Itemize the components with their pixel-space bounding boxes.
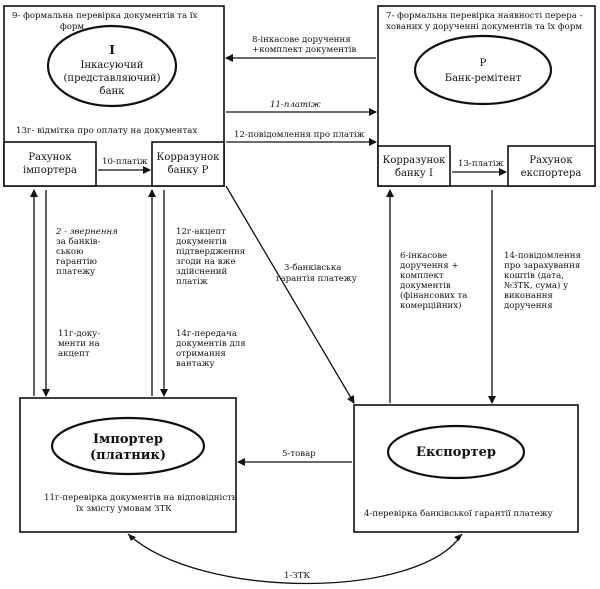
remitting-bank-ellipse — [413, 34, 553, 106]
step-14-line-2: про зарахування — [504, 261, 580, 271]
importer-account-box — [3, 141, 97, 187]
arrow-step-1 — [127, 533, 463, 585]
importer-ellipse — [50, 416, 206, 476]
step-5-label: 5-товар — [282, 449, 316, 459]
exporter-label: Експортер — [416, 445, 496, 460]
step-9-line-1: 9- формальна перевірка документів та їх — [12, 11, 198, 21]
corr-account-bank-i-label-1: Корразунок — [383, 155, 447, 166]
step-6-line-3: комплект — [400, 271, 444, 281]
collecting-bank-label-4: банк — [100, 86, 126, 97]
exporter-ellipse — [386, 424, 526, 480]
step-14-line-3: коштів (дата, — [504, 270, 564, 281]
step-10-label: 10-платіж — [102, 157, 148, 167]
step-11r-line-2: їх змісту умовам ЗТК — [76, 504, 172, 514]
arrow-step-1-head-left — [128, 534, 136, 541]
step-14g-line-3: отримання — [176, 349, 226, 359]
importer-account-label-1: Рахунок — [28, 152, 72, 163]
step-6-line-6: комерційних) — [400, 300, 461, 311]
step-2-line-5: платежу — [56, 267, 95, 277]
arrow-step-3 — [225, 185, 355, 404]
step-6-line-5: (фінансових та — [400, 290, 467, 301]
step-12g-line-2: документів — [176, 237, 227, 247]
step-14-line-1: 14-повідомлення — [504, 251, 581, 261]
importer-label-1: Імпортер — [93, 432, 163, 447]
step-14-line-5: виконання — [504, 291, 553, 301]
step-11g-line-2: менти на — [58, 339, 100, 349]
step-12g-line-3: підтвердження — [176, 247, 245, 257]
corr-account-bank-p-label-2: банку Р — [168, 165, 209, 176]
step-9-line-2: форм — [60, 22, 84, 32]
collecting-bank-label-3: (представляючий) — [64, 73, 161, 84]
remitting-bank-label-2: Банк-ремітент — [445, 73, 522, 84]
step-8-line-2: +комплект документів — [252, 45, 356, 55]
exporter-account-label-2: експортера — [521, 168, 582, 179]
step-1-label: 1-ЗТК — [284, 571, 310, 581]
step-2-line-1: 2 - звернення — [55, 227, 118, 237]
importer-account-label-2: імпортера — [23, 165, 77, 176]
exporter-account-label-1: Рахунок — [529, 155, 573, 166]
step-3-line-2: гарантія платежу — [276, 274, 357, 284]
step-12g-line-1: 12г-акцепт — [176, 227, 226, 237]
step-11-label: 11-платіж — [270, 100, 321, 110]
corr-account-bank-i-label-2: банку І — [395, 168, 433, 179]
collecting-bank-ellipse — [46, 24, 178, 108]
collecting-bank-label-2: Інкасуючий — [81, 60, 144, 71]
step-3-line-1: 3-банківська — [284, 262, 341, 273]
collecting-bank-label-1: I — [109, 43, 115, 57]
step-14g-line-2: документів для — [176, 339, 246, 349]
step-11r-line-1: 11г-перевірка документів на відповідніст… — [44, 493, 237, 503]
step-6-line-4: документів — [400, 281, 451, 291]
corr-account-bank-i-box — [377, 145, 451, 187]
corr-account-bank-p-label-1: Корразунок — [157, 152, 221, 163]
step-2-line-4: гарантію — [56, 257, 97, 267]
step-2-line-2: за банків- — [56, 236, 101, 247]
step-14-line-4: №ЗТК, сума) у — [504, 280, 568, 291]
step-12g-line-5: здійснений — [176, 267, 228, 277]
step-2-line-3: ською — [56, 247, 84, 257]
exporter-account-box — [507, 145, 596, 187]
step-12g-line-4: згоди на вже — [176, 257, 236, 267]
arrow-step-1-head-right — [454, 534, 462, 541]
importer-label-2: (платник) — [90, 448, 166, 463]
step-12-label: 12-повідомлення про платіж — [234, 130, 365, 140]
step-7-line-1: 7- формальна перевірка наявності перера … — [386, 11, 583, 21]
step-6-line-2: доручення + — [400, 261, 459, 271]
step-14g-line-4: вантажу — [176, 359, 215, 369]
step-12g-line-6: платіж — [176, 277, 208, 287]
step-7-line-2: хованих у дорученні документів та їх фор… — [386, 22, 582, 32]
step-11g-line-3: акцепт — [58, 349, 90, 359]
step-13g-label: 13г- відмітка про оплату на документах — [16, 126, 197, 136]
step-13-label: 13-платіж — [458, 159, 504, 169]
step-4-label: 4-перевірка банківської гарантії платежу — [364, 508, 553, 519]
step-6-line-1: 6-інкасове — [400, 251, 447, 261]
step-11g-line-1: 11г-доку- — [58, 329, 100, 339]
step-14-line-6: доручення — [504, 301, 553, 311]
step-14g-line-1: 14г-передача — [176, 329, 237, 339]
step-8-line-1: 8-інкасове доручення — [252, 35, 351, 45]
remitting-bank-label-1: Р — [480, 58, 487, 69]
corr-account-bank-p-box — [151, 141, 225, 187]
